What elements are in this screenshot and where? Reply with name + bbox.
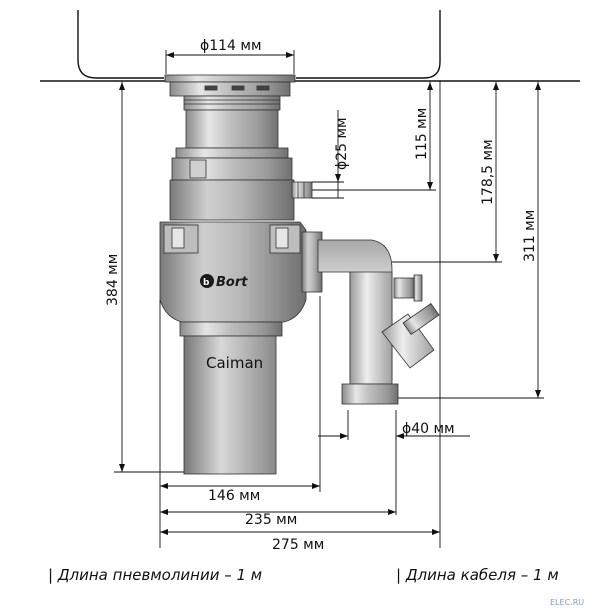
dim-height-178: 178,5 мм xyxy=(480,139,496,205)
dim-height-311: 311 мм xyxy=(522,210,538,262)
dim-width-275: 275 мм xyxy=(272,537,324,553)
sink-outline xyxy=(40,10,580,82)
dim-width-235: 235 мм xyxy=(245,512,297,528)
brand-logo: b Bort xyxy=(200,274,248,290)
dim-inlet-diameter: ϕ25 мм xyxy=(334,117,350,170)
svg-text:b: b xyxy=(203,278,210,288)
dim-outlet-diameter: ϕ40 мм xyxy=(402,421,455,437)
dim-width-146: 146 мм xyxy=(208,488,260,504)
disposer-unit xyxy=(159,74,440,475)
dim-top-diameter: ϕ114 мм xyxy=(200,38,262,54)
brand-text: Bort xyxy=(216,275,248,290)
watermark: ELEC.RU xyxy=(550,598,585,607)
dim-height-115: 115 мм xyxy=(414,108,430,160)
model-text: Caiman xyxy=(206,354,263,372)
pneumatic-length-note: | Длина пневмолинии – 1 м xyxy=(48,566,263,584)
dimension-lines xyxy=(114,50,544,548)
dim-height-384: 384 мм xyxy=(105,254,121,306)
dimension-arrows xyxy=(119,52,541,535)
cable-length-note: | Длина кабеля – 1 м xyxy=(396,566,559,584)
